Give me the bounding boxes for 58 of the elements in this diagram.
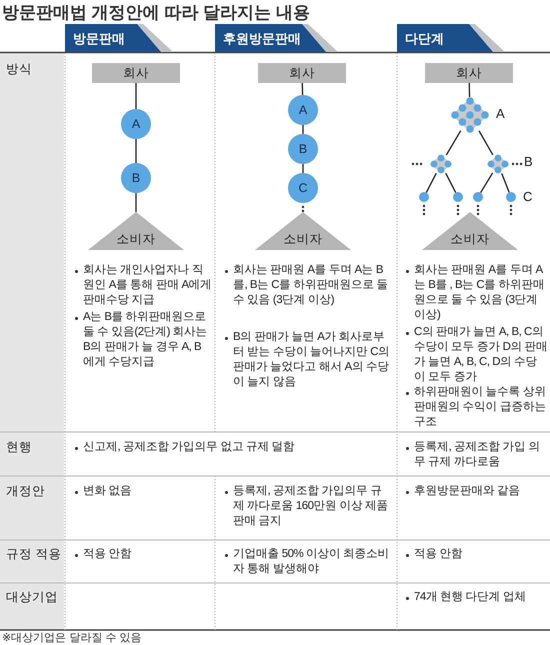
- consumer-triangle: 소비자: [88, 212, 184, 250]
- seller-cluster: [429, 154, 453, 174]
- seller-cluster: [486, 154, 510, 174]
- consumer-triangle: 소비자: [255, 212, 351, 250]
- bullet-text: 등록제, 공제조합 가입 의무 규제 까다로움: [403, 440, 548, 470]
- bullet-text: 변화 없음: [72, 484, 212, 499]
- bullet-text: 후원방문판매와 같음: [403, 484, 548, 499]
- column-header-tab: 다단계: [397, 24, 507, 52]
- bullet-text: 적용 안함: [72, 547, 212, 562]
- bullet-text: 등록제, 공제조합 가입의무 규제 까다로움 160만원 이상 제품 판매 금지: [222, 484, 392, 529]
- connector-line: [135, 193, 137, 212]
- chart-title: 방문판매법 개정안에 따라 달라지는 내용: [2, 2, 310, 24]
- column-header-tab: 후원방문판매: [215, 24, 340, 52]
- seller-cluster: [451, 97, 489, 133]
- bullet-text: 회사는 판매원 A를 두며 A는 B를, B는 C를 하위판매원으로 둘 수 있음 (3단계 이상): [222, 263, 392, 308]
- level-label: B: [524, 154, 533, 169]
- connector-line: [468, 82, 470, 98]
- seller-dot: [473, 192, 483, 202]
- bullet-text: A는 B를 하위판매원으로 둘 수 있음(2단계) 회사는 B의 판매가 늘 경우 A, B에게 수당지급: [72, 310, 212, 370]
- row-header: 대상기업: [5, 590, 59, 605]
- column-header-tab: 방문판매: [65, 24, 175, 52]
- bullet-text: C의 판매가 늘면 A, B, C의 수당이 모두 증가 D의 판매가 늘면 A, B, C, D의 수당이 모두 증가: [403, 325, 548, 385]
- company-box: 회사: [92, 63, 180, 83]
- connector-line: [478, 130, 494, 156]
- seller-dot: [419, 192, 429, 202]
- level-label: C: [523, 189, 532, 204]
- seller-circle: A: [121, 109, 151, 139]
- seller-dot: [453, 192, 463, 202]
- bullet-text: 하위판매원이 늘수록 상위판매원의 수익이 급증하는 구조: [403, 385, 548, 430]
- connector-line: [135, 83, 137, 109]
- level-label: A: [496, 106, 505, 121]
- connector-line: [480, 172, 494, 194]
- row-header: 규정 적용: [5, 547, 62, 562]
- company-box: 회사: [258, 63, 346, 83]
- bullet-text: 회사는 개인사업자나 직원인 A를 통해 판매 A에게 판매수당 지급: [72, 263, 212, 308]
- connector-line: [426, 172, 437, 193]
- seller-circle: B: [121, 163, 151, 193]
- connector-line: [446, 130, 462, 156]
- connector-line: [135, 139, 137, 163]
- row-header: 현행: [5, 440, 33, 455]
- bullet-text: 74개 현행 다단계 업체: [403, 590, 548, 605]
- seller-circle: B: [288, 134, 318, 164]
- connector-line: [302, 82, 304, 96]
- bullet-text: 기업매출 50% 이상이 최종소비자 통해 발생해야: [222, 547, 392, 577]
- bullet-text: 회사는 판매원 A를 두며 A는 B를 , B는 C를 하위판매원으로 둘 수 있음 (3단계 이상): [403, 263, 548, 323]
- footnote: ※대상기업은 달라질 수 있음: [2, 631, 142, 645]
- row-header: 개정안: [5, 484, 46, 499]
- bullet-text: 적용 안함: [403, 547, 548, 562]
- row-header: 방식: [5, 62, 33, 77]
- bullet-text: 신고제, 공제조합 가입의무 없고 규제 덜함: [72, 440, 392, 455]
- seller-circle: A: [288, 95, 318, 125]
- seller-dot: [506, 192, 516, 202]
- seller-circle: C: [288, 173, 318, 203]
- connector-line: [445, 172, 456, 193]
- bullet-text: B의 판매가 늘면 A가 회사로부터 받는 수당이 늘어나지만 C의 판매가 늘었다고 해서 A의 수당이 늘지 않음: [222, 330, 392, 390]
- consumer-triangle: 소비자: [422, 212, 518, 250]
- connector-line: [501, 173, 510, 193]
- company-box: 회사: [425, 63, 513, 83]
